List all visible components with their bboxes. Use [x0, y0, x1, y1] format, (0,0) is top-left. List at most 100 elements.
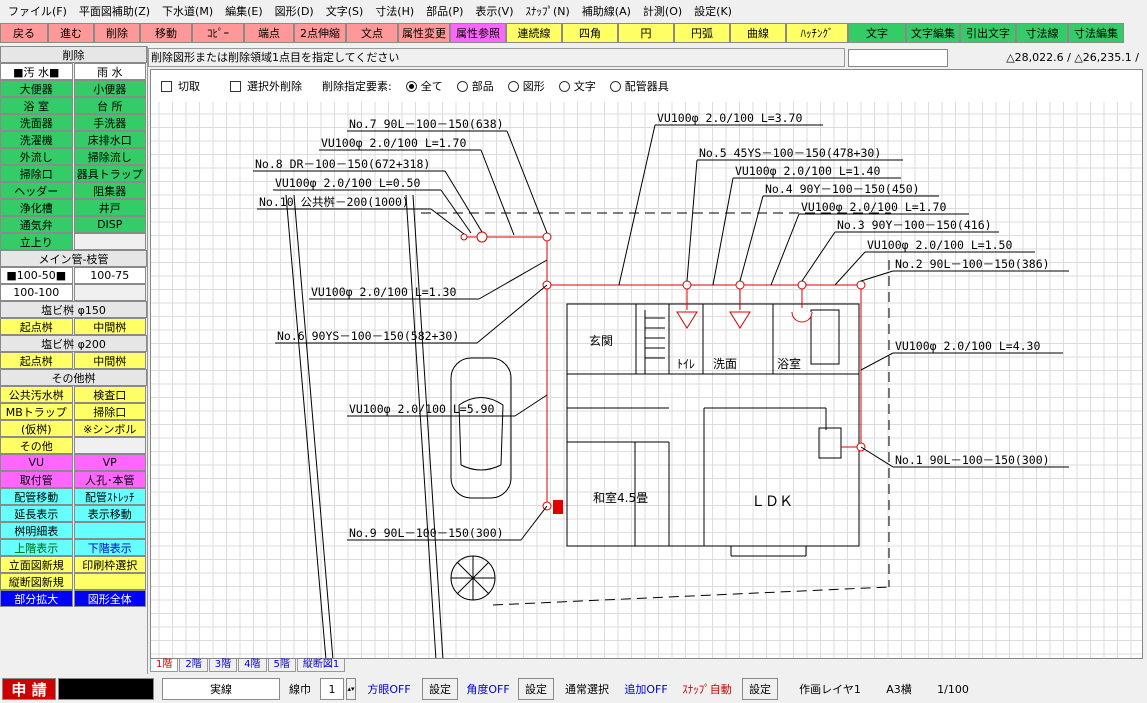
menu-item[interactable]: ｽﾅｯﾌﾟ(N) [525, 5, 570, 18]
panel-button[interactable]: 縦断図新規 [0, 573, 73, 590]
panel-button[interactable]: 掃除口 [73, 403, 146, 420]
panel-button[interactable]: 小便器 [73, 80, 146, 97]
floor-plan-drawing[interactable]: No.7 90L－100－150(638) VU100φ 2.0/100 L=1.… [151, 70, 1143, 659]
grid-toggle[interactable]: 方眼OFF [358, 678, 420, 700]
pipe-annotation[interactable]: VU100φ 2.0/100 L=1.70 [321, 136, 466, 150]
toolbar-button[interactable]: ﾊｯﾁﾝｸﾞ [786, 23, 848, 43]
panel-button[interactable]: 表示移動 [73, 505, 146, 522]
target-radio[interactable]: 部品 [447, 78, 494, 94]
toolbar-button[interactable]: 削除 [94, 23, 140, 43]
panel-button[interactable] [73, 573, 146, 590]
pipe-annotation[interactable]: No.6 90YS－100－150(582+30) [277, 329, 459, 343]
outside-checkbox-box[interactable] [230, 80, 241, 92]
pipe-annotation[interactable]: VU100φ 2.0/100 L=4.30 [895, 339, 1040, 353]
command-input[interactable] [848, 49, 948, 67]
panel-button[interactable]: 大便器 [0, 80, 73, 97]
panel-button[interactable]: 起点桝 [0, 352, 73, 369]
pipe-annotation[interactable]: VU100φ 2.0/100 L=5.90 [349, 402, 494, 416]
angle-toggle[interactable]: 角度OFF [460, 678, 516, 700]
panel-button[interactable]: 人孔･本管 [73, 471, 146, 488]
panel-button[interactable]: 阻集器 [73, 182, 146, 199]
pipe-annotation[interactable]: VU100φ 2.0/100 L=1.40 [735, 164, 880, 178]
pipe-annotation[interactable]: VU100φ 2.0/100 L=0.50 [275, 176, 420, 190]
menu-item[interactable]: 計測(O) [642, 5, 683, 18]
toolbar-button[interactable]: 連続線 [506, 23, 562, 43]
selection-mode[interactable]: 通常選択 [556, 678, 618, 700]
menu-item[interactable]: 補助線(A) [581, 5, 631, 18]
menu-item[interactable]: 部品(P) [426, 5, 464, 18]
panel-button[interactable]: 100-100 [0, 284, 73, 301]
panel-button[interactable]: 配管移動 [0, 488, 73, 505]
radio-button[interactable] [609, 80, 621, 92]
menu-item[interactable]: 寸法(H) [375, 5, 415, 18]
radio-button[interactable] [456, 80, 468, 92]
toolbar-button[interactable]: 端点 [244, 23, 294, 43]
outside-delete-checkbox[interactable]: 選択外削除 [230, 78, 302, 94]
panel-button[interactable]: 部分拡大 [0, 590, 73, 607]
snap-toggle[interactable]: ｽﾅｯﾌﾟ自動 [674, 678, 740, 700]
pipe-annotation[interactable]: VU100φ 2.0/100 L=1.30 [311, 285, 456, 299]
toolbar-button[interactable]: 引出文字 [960, 23, 1016, 43]
panel-button[interactable]: 外流し [0, 148, 73, 165]
radio-button[interactable] [507, 80, 519, 92]
panel-button[interactable]: 立面図新規 [0, 556, 73, 573]
grid-settings-button[interactable]: 設定 [422, 678, 458, 700]
pipe-annotation[interactable]: No.4 90Y－100－150(450) [765, 182, 920, 196]
toolbar-button[interactable]: 移動 [140, 23, 192, 43]
panel-button[interactable]: 浴 室 [0, 97, 73, 114]
panel-button[interactable] [73, 233, 146, 250]
pipe-annotation[interactable]: No.1 90L－100－150(300) [895, 453, 1050, 467]
pipe-annotation[interactable]: No.3 90Y－100－150(416) [837, 218, 992, 232]
menu-item[interactable]: 図形(D) [274, 5, 314, 18]
menu-item[interactable]: 編集(E) [225, 5, 263, 18]
target-radio[interactable]: 配管器具 [600, 78, 669, 94]
cut-checkbox[interactable]: 切取 [161, 78, 200, 94]
panel-button[interactable]: 通気弁 [0, 216, 73, 233]
panel-button[interactable]: 取付管 [0, 471, 73, 488]
pipe-annotation[interactable]: No.7 90L－100－150(638) [349, 117, 504, 131]
panel-button[interactable]: 100-75 [73, 267, 146, 284]
panel-button[interactable] [73, 284, 146, 301]
toolbar-button[interactable]: 文点 [346, 23, 398, 43]
cut-checkbox-box[interactable] [161, 80, 172, 92]
target-radio[interactable]: 図形 [498, 78, 545, 94]
toolbar-button[interactable]: 属性参照 [450, 23, 506, 43]
panel-button[interactable]: MBトラップ [0, 403, 73, 420]
menu-item[interactable]: 表示(V) [475, 5, 514, 18]
panel-button[interactable]: 配管ｽﾄﾚｯﾁ [73, 488, 146, 505]
panel-button[interactable]: 延長表示 [0, 505, 73, 522]
pipe-annotation[interactable]: No.10 公共桝－200(1000) [259, 195, 409, 209]
panel-button[interactable]: その他 [0, 437, 73, 454]
panel-button[interactable]: 下階表示 [73, 539, 146, 556]
line-type-select[interactable]: 実線 [162, 678, 280, 700]
panel-button[interactable]: 洗濯機 [0, 131, 73, 148]
panel-button[interactable]: ■汚 水■ [0, 63, 73, 80]
shinsei-button[interactable]: 申 請 [2, 678, 56, 700]
toolbar-button[interactable]: 寸法編集 [1068, 23, 1124, 43]
panel-button[interactable] [73, 522, 146, 539]
panel-button[interactable]: 検査口 [73, 386, 146, 403]
panel-button[interactable]: (仮桝) [0, 420, 73, 437]
floor-tab[interactable]: 3階 [208, 659, 238, 672]
toolbar-button[interactable]: 円弧 [674, 23, 730, 43]
pipe-annotation[interactable]: No.5 45YS－100－150(478+30) [699, 146, 881, 160]
toolbar-button[interactable]: 文字 [848, 23, 906, 43]
pipe-annotation[interactable]: No.2 90L－100－150(386) [895, 257, 1050, 271]
floor-tab[interactable]: 4階 [238, 659, 267, 672]
angle-settings-button[interactable]: 設定 [518, 678, 554, 700]
pipe-annotation[interactable]: VU100φ 2.0/100 L=3.70 [657, 111, 802, 125]
panel-button[interactable] [73, 437, 146, 454]
panel-button[interactable]: 立上り [0, 233, 73, 250]
pipe-annotation[interactable]: No.9 90L－100－150(300) [349, 526, 504, 540]
radio-button[interactable] [405, 80, 417, 92]
add-toggle[interactable]: 追加OFF [620, 678, 672, 700]
pipe-annotation[interactable]: VU100φ 2.0/100 L=1.50 [867, 238, 1012, 252]
panel-button[interactable]: 手洗器 [73, 114, 146, 131]
floor-tab[interactable]: 5階 [267, 659, 296, 672]
floor-tab[interactable]: 縦断図1 [296, 659, 346, 672]
drawing-canvas[interactable]: No.7 90L－100－150(638) VU100φ 2.0/100 L=1.… [150, 69, 1143, 659]
panel-button[interactable]: 井戸 [73, 199, 146, 216]
panel-button[interactable]: 掃除流し [73, 148, 146, 165]
panel-button[interactable]: DISP [73, 216, 146, 233]
panel-button[interactable]: 掃除口 [0, 165, 73, 182]
